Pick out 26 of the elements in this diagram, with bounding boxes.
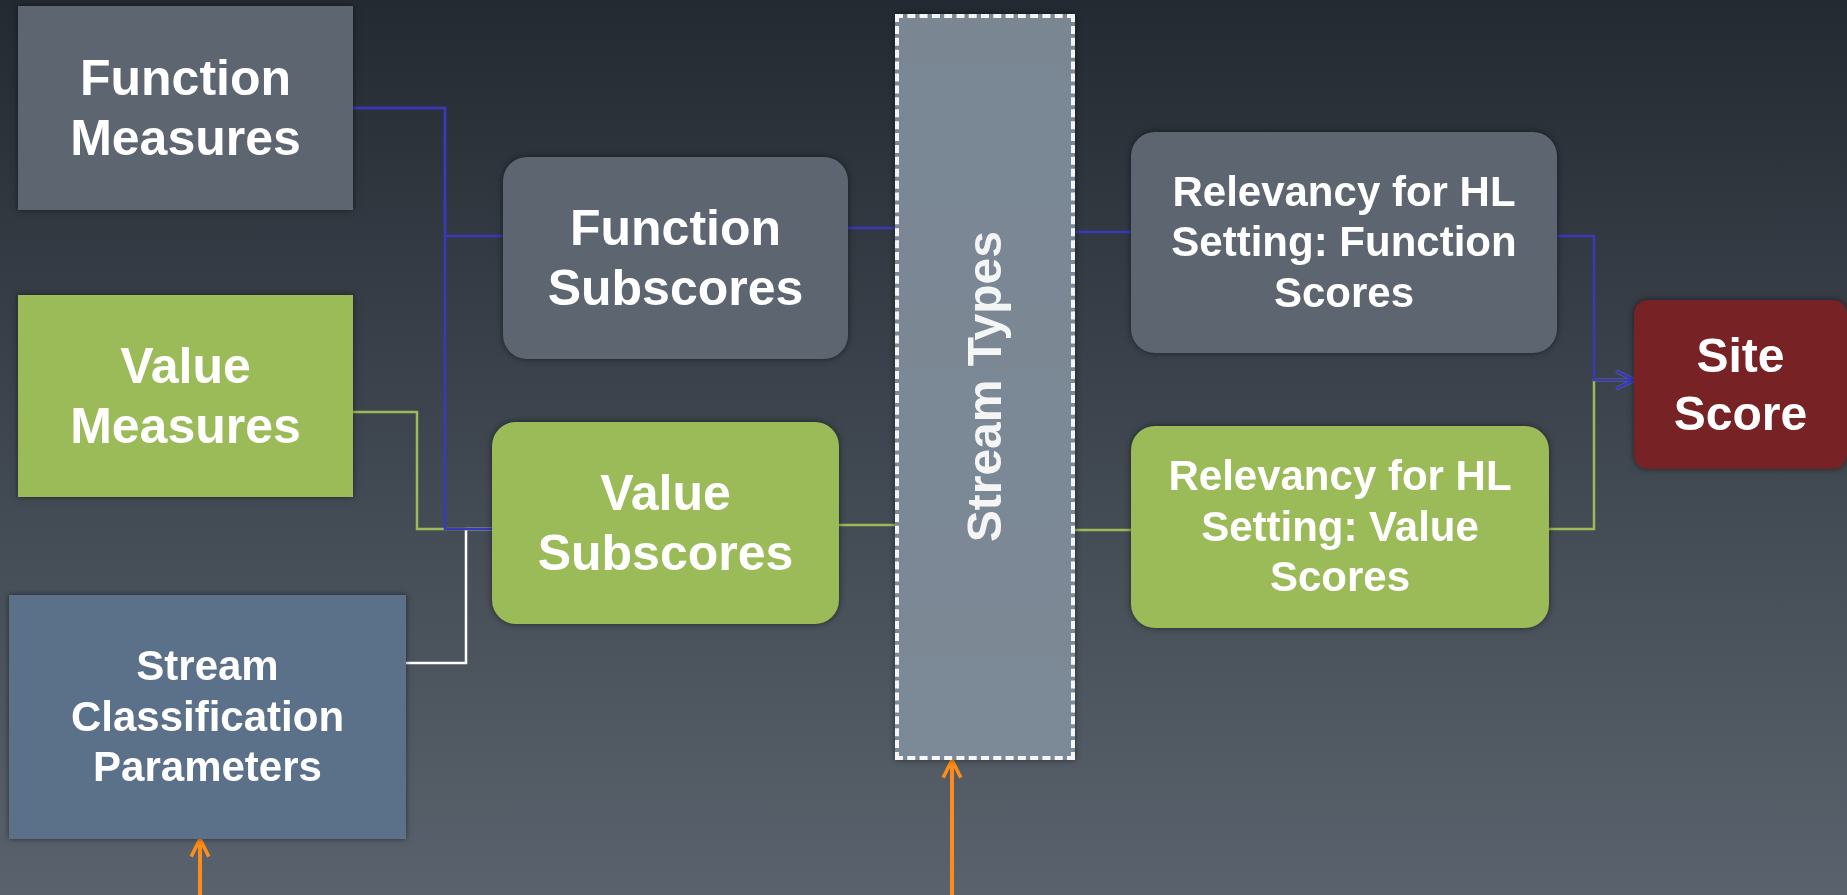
arrow (1557, 234, 1636, 391)
arrow (941, 758, 963, 895)
node-label: Stream Types (957, 231, 1013, 543)
node-label: Stream Classification Parameters (69, 641, 346, 793)
process-box (503, 157, 848, 359)
dashed-band (895, 14, 1075, 760)
process-box (1131, 426, 1549, 628)
process-box (1131, 132, 1557, 353)
node-label: Value Measures (69, 337, 302, 456)
arrow (189, 837, 211, 895)
node-label: Relevancy for HL Setting: Value Scores (1167, 451, 1513, 603)
process-box (492, 422, 839, 624)
node-label: Relevancy for HL Setting: Function Scores (1170, 166, 1518, 318)
connector-line (1075, 230, 1131, 234)
node-label: Function Subscores (546, 199, 805, 318)
connector-line (848, 226, 895, 230)
process-box (18, 295, 353, 497)
node-label: Value Subscores (536, 464, 795, 583)
connector-line (353, 106, 503, 238)
node-label: Function Measures (69, 49, 302, 168)
node-label: Site Score (1672, 327, 1809, 442)
connector-line (1075, 528, 1131, 532)
process-box (18, 6, 353, 210)
process-box (1634, 300, 1847, 469)
connector-line (839, 523, 895, 527)
process-box (9, 595, 406, 839)
